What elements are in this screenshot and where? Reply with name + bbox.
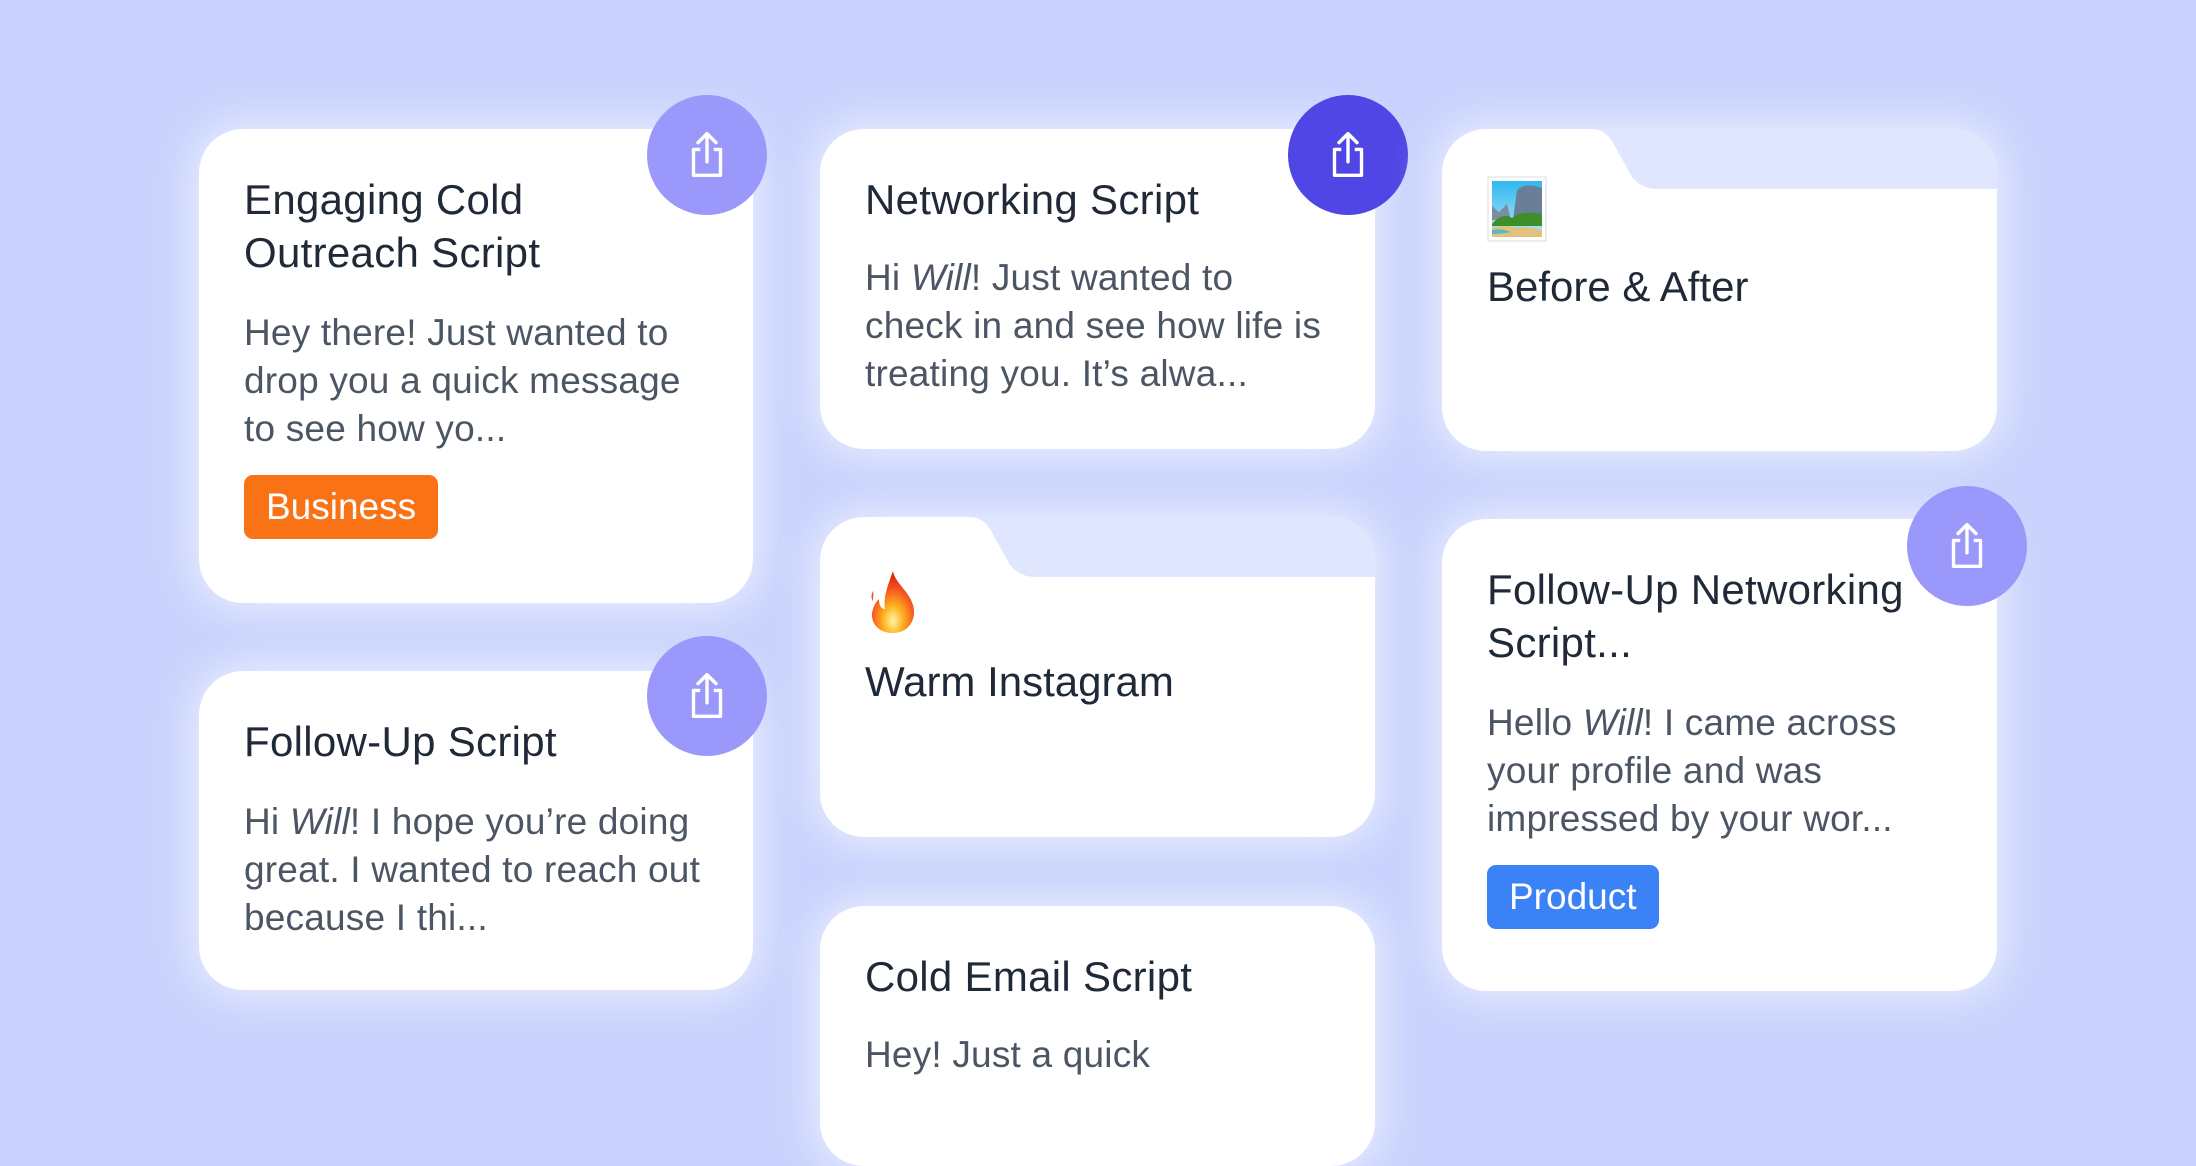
recipient-name: Will bbox=[1582, 702, 1643, 743]
share-button[interactable] bbox=[1907, 486, 2027, 606]
folder-before-after[interactable]: Before & After bbox=[1442, 129, 1997, 451]
script-card-follow-up-networking[interactable]: Follow-Up Networking Script... Hello Wil… bbox=[1442, 519, 1997, 991]
card-title: Follow-Up Networking Script... bbox=[1487, 566, 1904, 666]
card-preview: Hey there! Just wanted to drop you a qui… bbox=[244, 312, 681, 449]
script-card-cold-email[interactable]: Cold Email Script Hey! Just a quick bbox=[820, 906, 1375, 1166]
recipient-name: Will bbox=[289, 801, 350, 842]
preview-text: Hi bbox=[244, 801, 290, 842]
folder-tab bbox=[1592, 129, 1997, 189]
card-title: Networking Script bbox=[865, 176, 1200, 223]
folder-warm-instagram[interactable]: Warm Instagram bbox=[820, 517, 1375, 837]
card-preview: Hello Will! I came across your profile a… bbox=[1487, 699, 1952, 843]
fire-icon bbox=[865, 569, 1330, 633]
share-button-active[interactable] bbox=[1288, 95, 1408, 215]
share-button[interactable] bbox=[647, 636, 767, 756]
card-title: Follow-Up Script bbox=[244, 718, 557, 765]
card-preview: Hi Will! Just wanted to check in and see… bbox=[865, 254, 1330, 398]
card-title: Engaging Cold Outreach Script bbox=[244, 176, 541, 276]
folder-title: Warm Instagram bbox=[865, 658, 1174, 705]
card-preview: Hi Will! I hope you’re doing great. I wa… bbox=[244, 798, 708, 942]
recipient-name: Will bbox=[910, 257, 971, 298]
tag-business[interactable]: Business bbox=[244, 475, 439, 539]
landscape-picture-icon bbox=[1487, 176, 1952, 242]
preview-text: ! I hope you’re doing great. I wanted to… bbox=[244, 801, 701, 938]
preview-text: ! Just wanted to check in and see how li… bbox=[865, 257, 1322, 394]
share-button[interactable] bbox=[647, 95, 767, 215]
script-card-networking[interactable]: Networking Script Hi Will! Just wanted t… bbox=[820, 129, 1375, 449]
folder-tab bbox=[970, 517, 1375, 577]
card-title: Cold Email Script bbox=[865, 953, 1193, 1000]
preview-text: ! I came across your profile and was imp… bbox=[1487, 702, 1897, 839]
preview-text: Hi bbox=[865, 257, 911, 298]
folder-title: Before & After bbox=[1487, 263, 1749, 310]
share-icon bbox=[1940, 519, 1994, 573]
tag-product[interactable]: Product bbox=[1487, 865, 1659, 929]
share-icon bbox=[680, 669, 734, 723]
share-icon bbox=[1321, 128, 1375, 182]
preview-text: Hello bbox=[1487, 702, 1583, 743]
script-card-engaging-cold-outreach[interactable]: Engaging Cold Outreach Script Hey there!… bbox=[199, 129, 753, 603]
share-icon bbox=[680, 128, 734, 182]
card-preview: Hey! Just a quick bbox=[865, 1034, 1151, 1075]
